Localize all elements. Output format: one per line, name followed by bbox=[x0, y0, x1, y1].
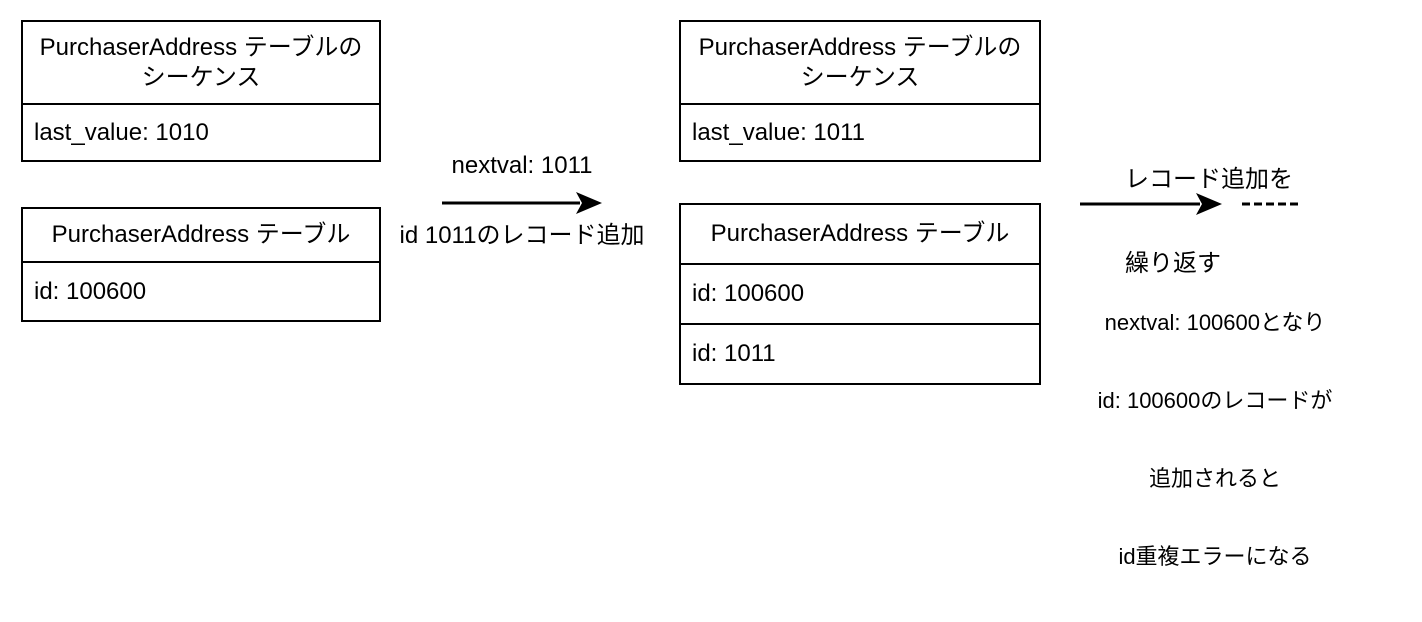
note-line3: 追加されると bbox=[1148, 466, 1281, 491]
sequence-box-after-last-value: last_value: 1011 bbox=[692, 118, 866, 146]
duplicate-id-error-note: nextval: 100600となり id: 100600のレコードが 追加され… bbox=[1090, 258, 1340, 622]
insert-arrow bbox=[442, 192, 602, 214]
sequence-duplicate-id-diagram: PurchaserAddress テーブルの シーケンス last_value:… bbox=[21, 20, 1333, 569]
sequence-box-after-title: PurchaserAddress テーブルの シーケンス bbox=[681, 22, 1039, 105]
sequence-box-before-title-line2: シーケンス bbox=[141, 63, 261, 91]
repeat-arrow bbox=[1080, 193, 1298, 215]
sequence-box-before-title-line1: PurchaserAddress テーブルの bbox=[39, 33, 363, 61]
table-box-before-row-id: id: 100600 bbox=[34, 277, 147, 305]
repeat-arrow-label: レコード追加を 繰り返す bbox=[1125, 110, 1293, 334]
repeat-arrow-label-line1: レコード追加を bbox=[1125, 166, 1293, 193]
table-box-after-title: PurchaserAddress テーブル bbox=[681, 205, 1039, 265]
sequence-box-after-title-line1: PurchaserAddress テーブルの bbox=[698, 33, 1022, 61]
note-line2: id: 100600のレコードが bbox=[1097, 388, 1333, 413]
insert-arrow-label-above: nextval: 1011 bbox=[451, 152, 593, 179]
table-box-after-row-id-100600: id: 100600 bbox=[681, 265, 1039, 325]
sequence-box-before-title: PurchaserAddress テーブルの シーケンス bbox=[23, 22, 379, 105]
table-box-after-row-id-1011: id: 1011 bbox=[692, 340, 776, 367]
sequence-box-after: PurchaserAddress テーブルの シーケンス last_value:… bbox=[679, 20, 1041, 162]
sequence-box-before: PurchaserAddress テーブルの シーケンス last_value:… bbox=[21, 20, 381, 162]
table-box-after: PurchaserAddress テーブル id: 100600 id: 101… bbox=[679, 203, 1041, 385]
table-box-before-title: PurchaserAddress テーブル bbox=[23, 209, 379, 263]
insert-arrow-label-below: id 1011のレコード追加 bbox=[399, 222, 645, 249]
note-line1: nextval: 100600となり bbox=[1104, 310, 1326, 335]
note-line4: id重複エラーになる bbox=[1118, 544, 1312, 569]
table-box-before: PurchaserAddress テーブル id: 100600 bbox=[21, 207, 381, 322]
sequence-box-before-last-value: last_value: 1010 bbox=[34, 118, 209, 146]
sequence-box-after-title-line2: シーケンス bbox=[800, 63, 920, 91]
repeat-arrow-label-line2: 繰り返す bbox=[1125, 250, 1221, 277]
